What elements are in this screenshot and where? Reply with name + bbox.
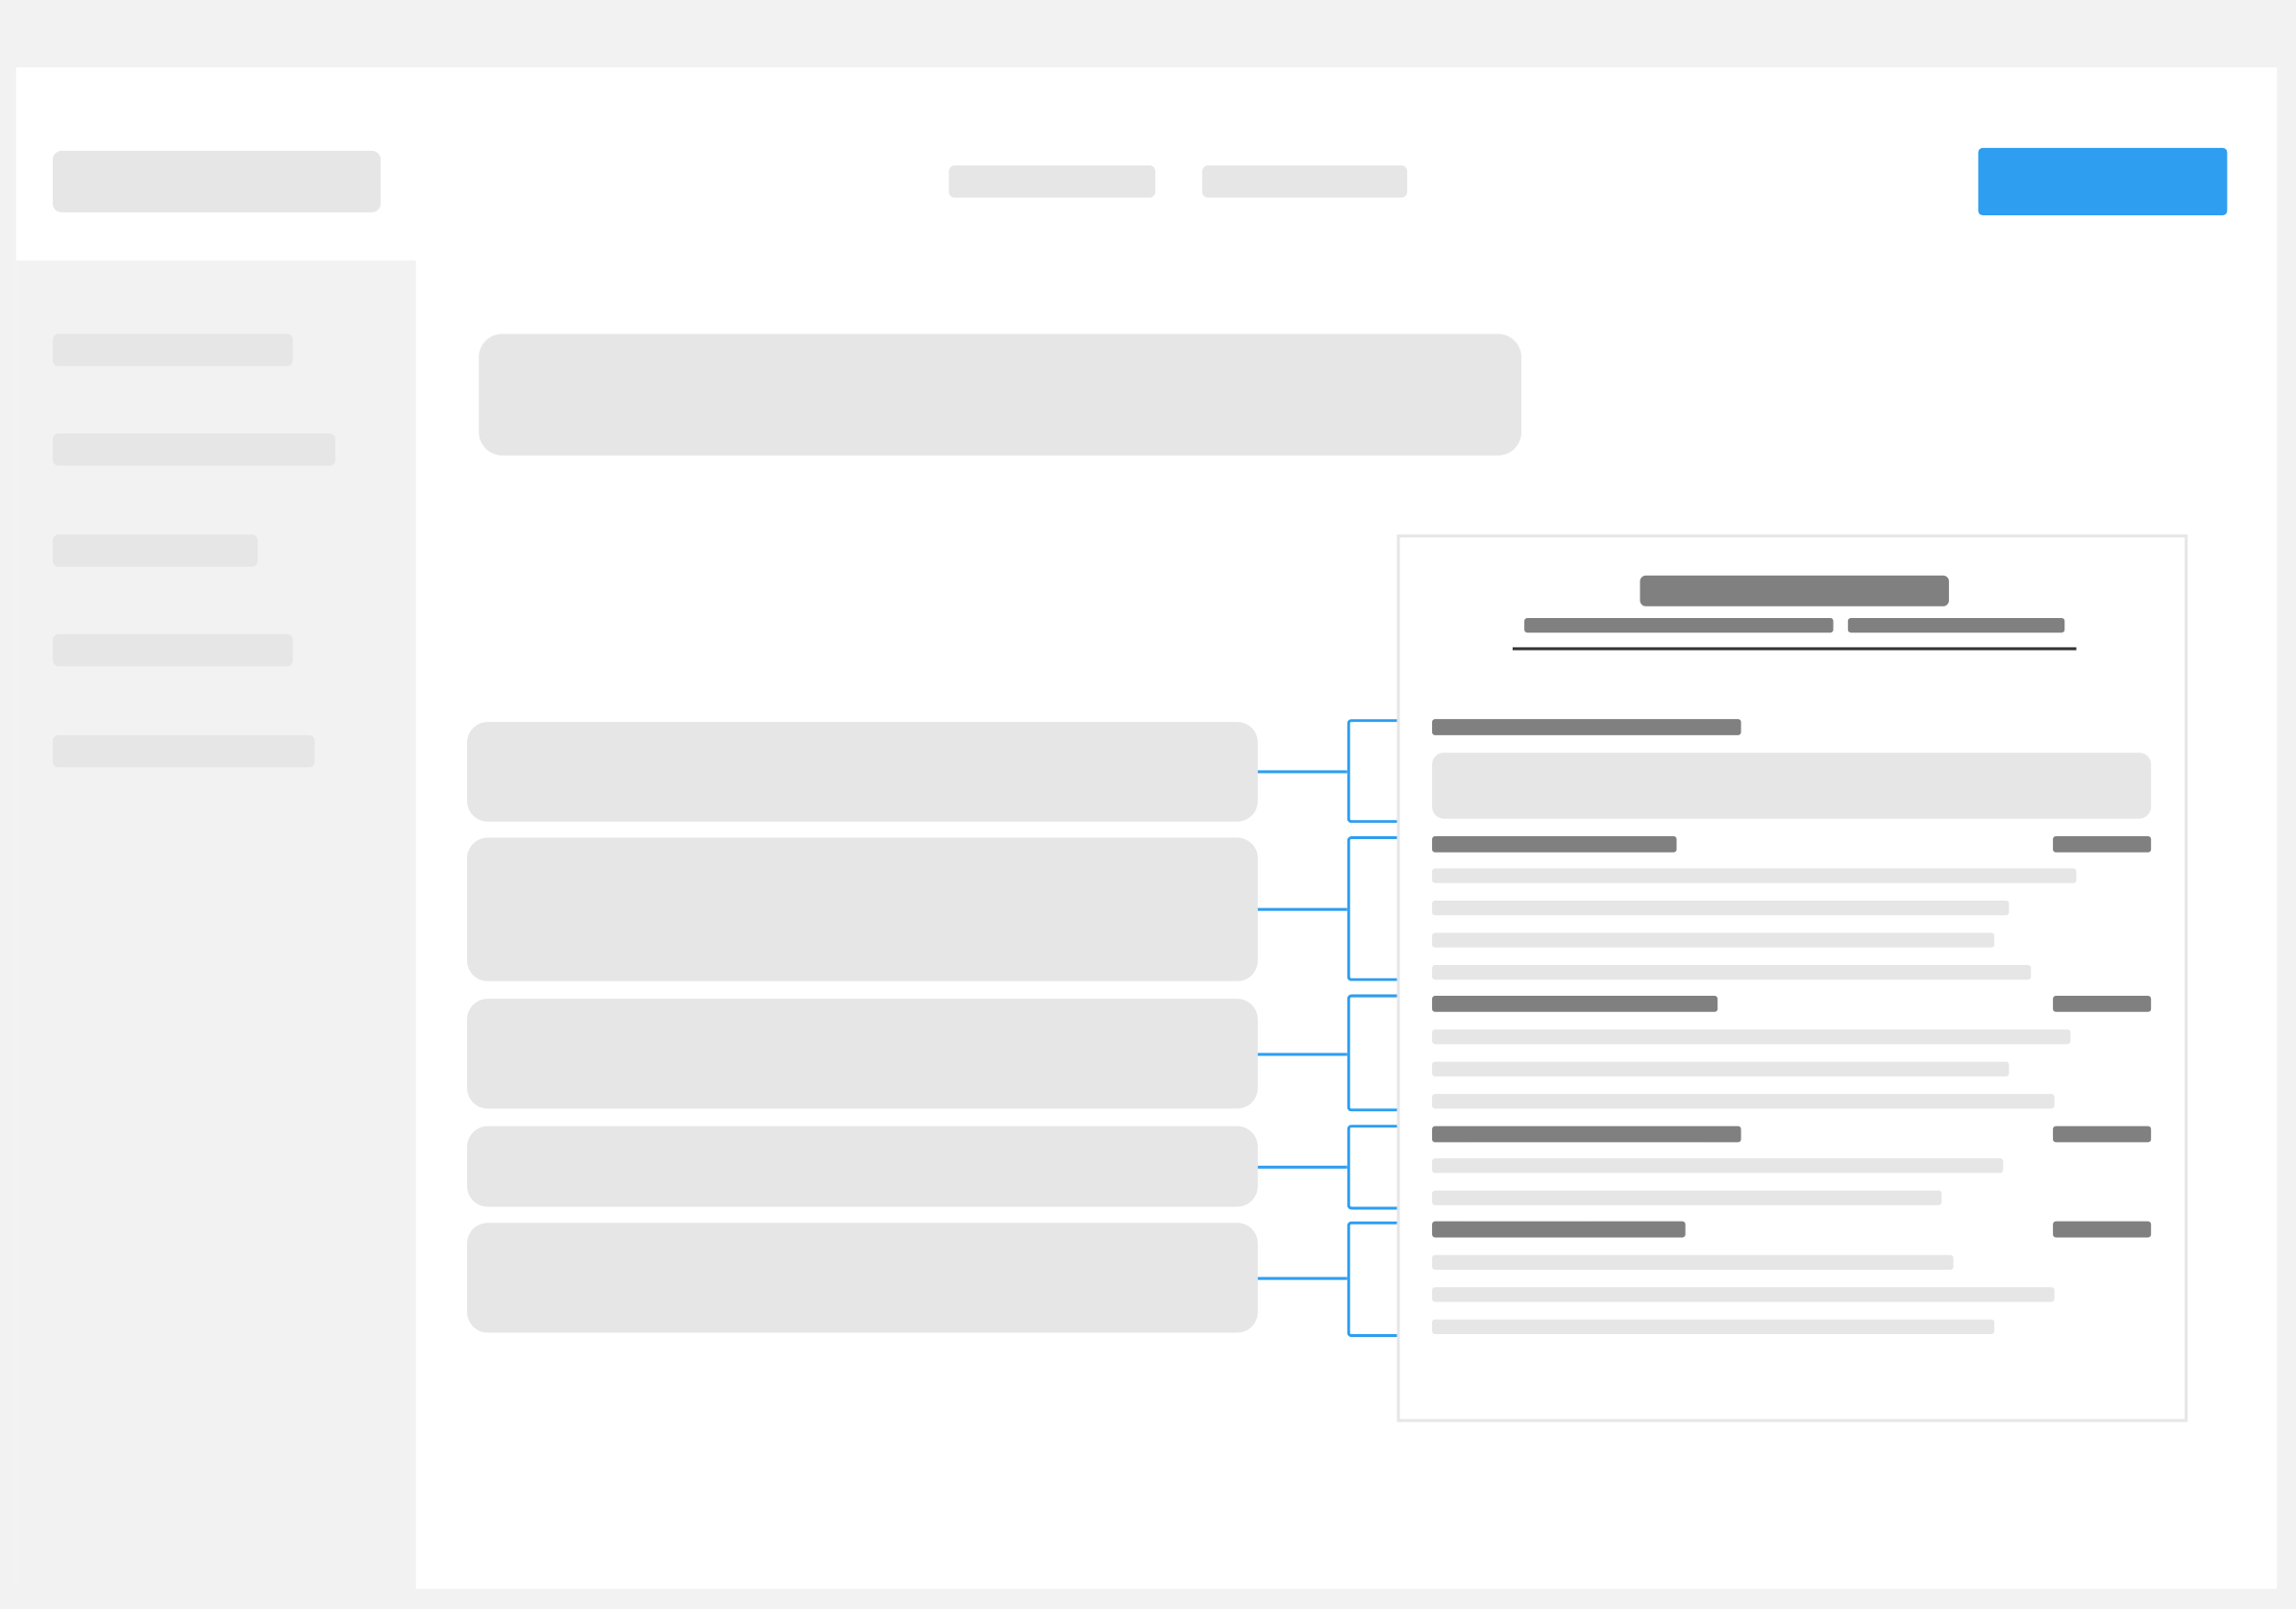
sidebar-item[interactable] [52, 334, 293, 366]
document-section-heading [1432, 1221, 1686, 1238]
document-section-badge [2053, 1126, 2152, 1143]
document-text-line [1432, 1094, 2055, 1109]
document-section-badge [2053, 1221, 2152, 1238]
document-text-line [1432, 901, 2010, 916]
document-text-line [1432, 1061, 2010, 1077]
connector-bracket [1346, 1221, 1423, 1338]
sidebar [15, 260, 416, 1590]
document-text-line [1432, 1190, 1942, 1205]
connector-bracket [1346, 994, 1423, 1112]
content-block[interactable] [467, 1223, 1258, 1333]
connector-line [1257, 1165, 1347, 1169]
document-text-line [1432, 965, 2032, 980]
document-title [1640, 575, 1949, 606]
content-block[interactable] [467, 999, 1258, 1109]
content-block[interactable] [467, 1126, 1258, 1207]
document-subtitle [1524, 617, 1834, 633]
connector-line [1257, 1052, 1347, 1056]
document-text-line [1432, 1029, 2071, 1045]
document-text-line [1432, 1287, 2055, 1302]
sidebar-item[interactable] [52, 633, 293, 667]
connector-line [1257, 907, 1347, 911]
content-block[interactable] [467, 722, 1258, 822]
document-rule [1512, 647, 2077, 651]
connector-line [1257, 770, 1347, 774]
connector-bracket [1346, 719, 1423, 824]
document-section-heading [1432, 835, 1677, 853]
sidebar-item[interactable] [52, 433, 335, 466]
primary-button[interactable] [1978, 147, 2228, 215]
nav-item[interactable] [949, 165, 1156, 198]
document-section-heading [1432, 996, 1718, 1012]
document-text-block [1432, 753, 2152, 819]
document-section-heading [1432, 719, 1741, 735]
document-subtitle [1847, 617, 2065, 633]
document-section-badge [2053, 996, 2152, 1012]
document-section-heading [1432, 1126, 1741, 1143]
document-text-line [1432, 868, 2077, 883]
nav-item[interactable] [1201, 165, 1408, 198]
document-section-badge [2053, 835, 2152, 853]
logo-placeholder[interactable] [52, 150, 382, 212]
page-header-placeholder [479, 334, 1522, 456]
document-text-line [1432, 932, 1995, 948]
connector-bracket [1346, 1125, 1423, 1210]
connector-line [1257, 1276, 1347, 1280]
document-text-line [1432, 1158, 2004, 1174]
connector-bracket [1346, 835, 1423, 981]
sidebar-item[interactable] [52, 534, 259, 567]
sidebar-item[interactable] [52, 734, 315, 768]
document-text-line [1432, 1254, 1954, 1270]
content-block[interactable] [467, 837, 1258, 981]
document-text-line [1432, 1319, 1995, 1334]
